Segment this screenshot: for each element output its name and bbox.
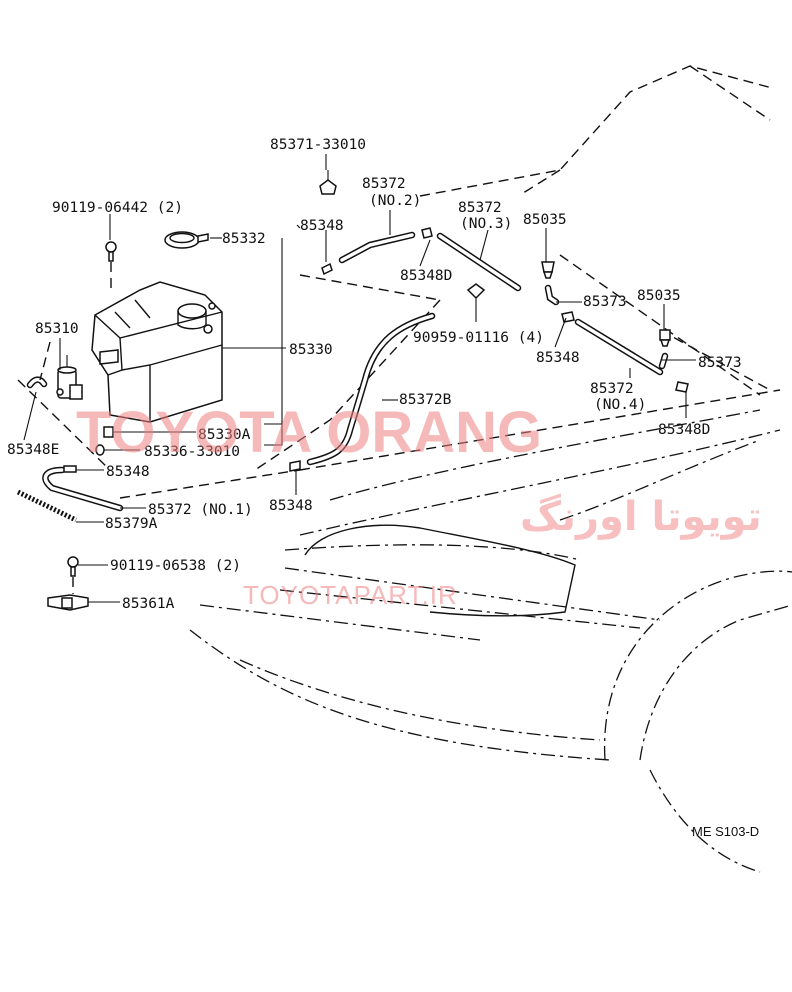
clip-90959: [466, 283, 486, 300]
watermark-url: TOYOTAPART.IR: [243, 580, 458, 610]
washer-tank: [91, 281, 223, 423]
label-85372-no4: 85372: [590, 381, 634, 397]
label-85035-a: 85035: [523, 212, 567, 228]
label-85035-b: 85035: [637, 288, 681, 304]
hose-no4: [561, 311, 689, 393]
leader-lines: [17, 154, 696, 603]
label-85348d-b: 85348D: [658, 422, 710, 438]
label-85372-no3: 85372: [458, 200, 502, 216]
label-85372-no3-sub: (NO.3): [460, 216, 512, 232]
label-85310: 85310: [35, 321, 79, 337]
label-85372-no2: 85372: [362, 176, 406, 192]
label-85336-33010: 85336-33010: [144, 444, 240, 460]
label-85330a: 85330A: [198, 427, 251, 443]
hose-85372b: [289, 312, 436, 472]
washer-nozzle-b: [659, 329, 671, 347]
label-85371-33010: 85371-33010: [270, 137, 366, 153]
hose-no3: [436, 232, 522, 292]
label-90959-01116: 90959-01116 (4): [413, 330, 544, 346]
label-85348e: 85348E: [7, 442, 59, 458]
hose-85348-top: [321, 262, 333, 276]
watermark-persian: تویوتا اورنگ: [520, 493, 762, 540]
label-85361a: 85361A: [122, 596, 175, 612]
label-85373-b: 85373: [698, 355, 742, 371]
hose-no1: [42, 465, 124, 512]
vehicle-body-outline: [119, 65, 792, 873]
label-85332: 85332: [222, 231, 266, 247]
label-85330: 85330: [289, 342, 333, 358]
label-90119-06538: 90119-06538 (2): [110, 558, 241, 574]
label-85348-top: 85348: [300, 218, 344, 234]
label-85348-mid: 85348: [536, 350, 580, 366]
label-85348d-a: 85348D: [400, 268, 452, 284]
clamp-85379a: [16, 489, 78, 523]
clip-85371: [319, 170, 337, 195]
label-90119-06442: 90119-06442 (2): [52, 200, 183, 216]
label-85348-bot: 85348: [269, 498, 313, 514]
hose-85348e: [26, 376, 48, 389]
watermark-brand: TOYOTA ORANG: [76, 400, 542, 465]
bolt-upper: [105, 241, 117, 290]
label-85348-left: 85348: [106, 464, 150, 480]
hose-85373-b: [658, 352, 669, 370]
bracket-85361a: [47, 594, 89, 611]
washer-nozzle-a: [541, 261, 555, 279]
label-85379a: 85379A: [105, 516, 158, 532]
hose-85373-a: [544, 284, 560, 306]
tank-cap: [164, 231, 209, 249]
diagram-code: ME S103-D: [692, 824, 759, 839]
label-85372-no4-sub: (NO.4): [594, 397, 646, 413]
washer-pump: [56, 355, 83, 400]
hose-no2: [338, 227, 433, 264]
label-85373-a: 85373: [583, 294, 627, 310]
bolt-lower: [67, 556, 79, 594]
label-85372-no1: 85372 (NO.1): [148, 502, 253, 518]
label-85372b: 85372B: [399, 392, 452, 408]
label-85372-no2-sub: (NO.2): [369, 193, 421, 209]
